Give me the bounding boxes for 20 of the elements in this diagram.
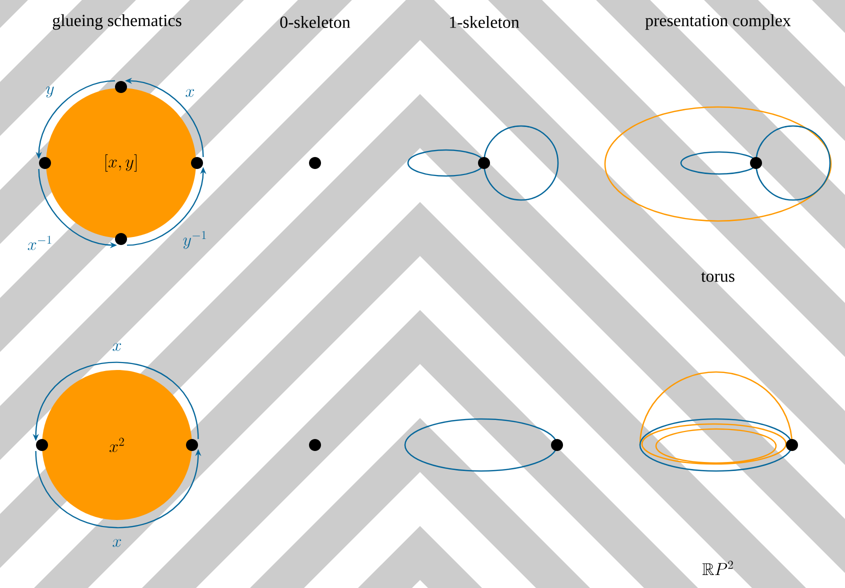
- vertex-dot: [309, 157, 321, 169]
- vertex-dot: [186, 438, 198, 451]
- vertex-dot: [39, 157, 51, 169]
- column-heading: presentation complex: [645, 14, 791, 30]
- vertex-dot: [309, 438, 321, 451]
- edge-label: $x$: [186, 89, 194, 97]
- edge-label: $y$: [46, 86, 54, 98]
- edge-label: $x$: [112, 343, 122, 351]
- vertex-dot: [115, 232, 127, 245]
- disk: $x^2$: [42, 370, 192, 520]
- column-heading: glueing schematics: [52, 14, 182, 30]
- surface-label: $\mathbb{R}P^2$: [702, 560, 733, 575]
- edge-label: $x$: [112, 539, 122, 547]
- vertex-dot: [191, 157, 203, 169]
- vertex-dot: [115, 81, 127, 93]
- surface-label: torus: [701, 272, 734, 282]
- edge-label: $x^{-1}$: [28, 236, 52, 250]
- column-heading: 0-skeleton: [280, 16, 350, 28]
- column-heading: 1-skeleton: [450, 16, 520, 28]
- vertex-dot: [36, 438, 48, 451]
